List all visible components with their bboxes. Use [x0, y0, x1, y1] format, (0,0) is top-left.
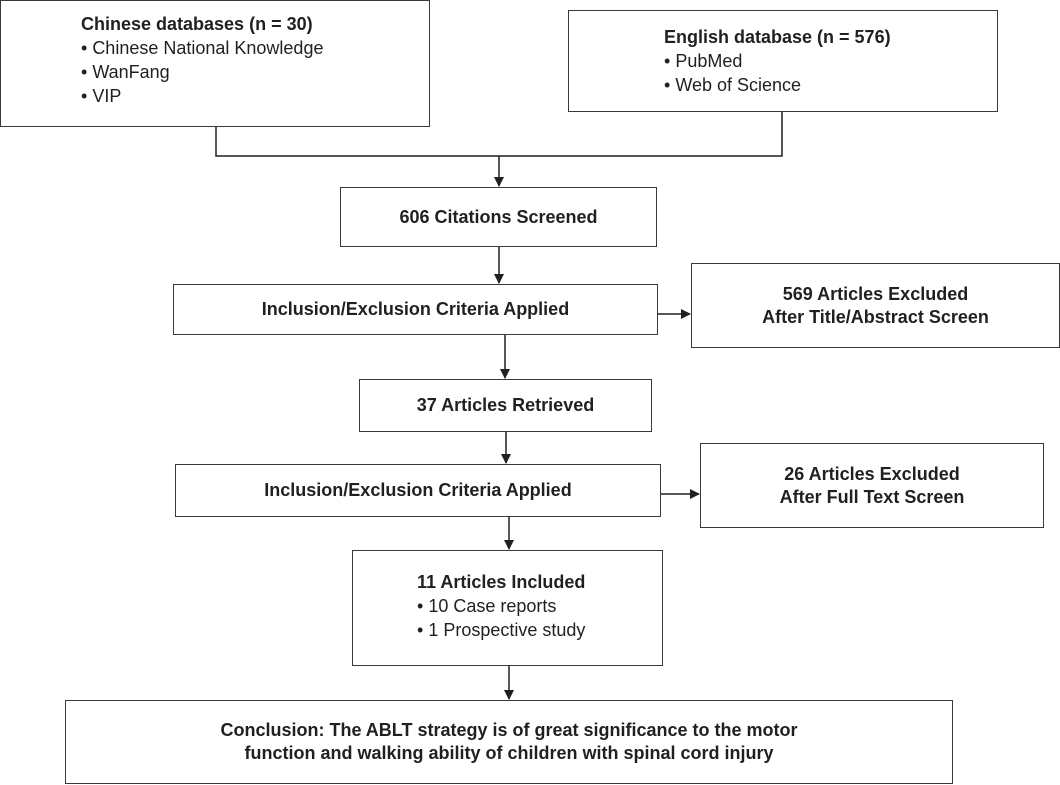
list-item: VIP [81, 84, 429, 108]
criteria-applied-label-1: Inclusion/Exclusion Criteria Applied [261, 299, 570, 319]
excluded-title-abstract-box: 569 Articles Excluded After Title/Abstra… [691, 263, 1060, 348]
articles-included-title: 11 Articles Included [417, 572, 586, 592]
excluded-full-text-box: 26 Articles Excluded After Full Text Scr… [700, 443, 1044, 528]
conclusion-line-1: Conclusion: The ABLT strategy is of grea… [220, 720, 798, 740]
conclusion-line-2: function and walking ability of children… [244, 743, 774, 763]
list-item: 1 Prospective study [417, 618, 662, 642]
chinese-databases-list: Chinese National Knowledge WanFang VIP [81, 36, 429, 108]
citations-screened-label: 606 Citations Screened [399, 206, 598, 227]
english-database-box: English database (n = 576) PubMed Web of… [568, 10, 998, 112]
articles-retrieved-box: 37 Articles Retrieved [359, 379, 652, 432]
english-database-title: English database (n = 576) [664, 27, 891, 47]
citations-screened-box: 606 Citations Screened [340, 187, 657, 247]
conclusion-box: Conclusion: The ABLT strategy is of grea… [65, 700, 953, 784]
excluded-reason-1: After Title/Abstract Screen [762, 306, 989, 327]
excluded-reason-2: After Full Text Screen [779, 486, 965, 507]
chinese-databases-box: Chinese databases (n = 30) Chinese Natio… [0, 0, 430, 127]
english-database-list: PubMed Web of Science [664, 49, 997, 97]
excluded-count-2: 26 Articles Excluded [784, 463, 960, 484]
list-item: WanFang [81, 60, 429, 84]
articles-included-list: 10 Case reports 1 Prospective study [417, 594, 662, 642]
criteria-applied-box-1: Inclusion/Exclusion Criteria Applied [173, 284, 658, 335]
excluded-count-1: 569 Articles Excluded [782, 283, 969, 304]
articles-retrieved-label: 37 Articles Retrieved [416, 395, 595, 415]
chinese-databases-title: Chinese databases (n = 30) [81, 14, 313, 34]
list-item: 10 Case reports [417, 594, 662, 618]
criteria-applied-label-2: Inclusion/Exclusion Criteria Applied [264, 480, 572, 500]
list-item: PubMed [664, 49, 997, 73]
criteria-applied-box-2: Inclusion/Exclusion Criteria Applied [175, 464, 661, 517]
list-item: Web of Science [664, 73, 997, 97]
list-item: Chinese National Knowledge [81, 36, 429, 60]
articles-included-box: 11 Articles Included 10 Case reports 1 P… [352, 550, 663, 666]
